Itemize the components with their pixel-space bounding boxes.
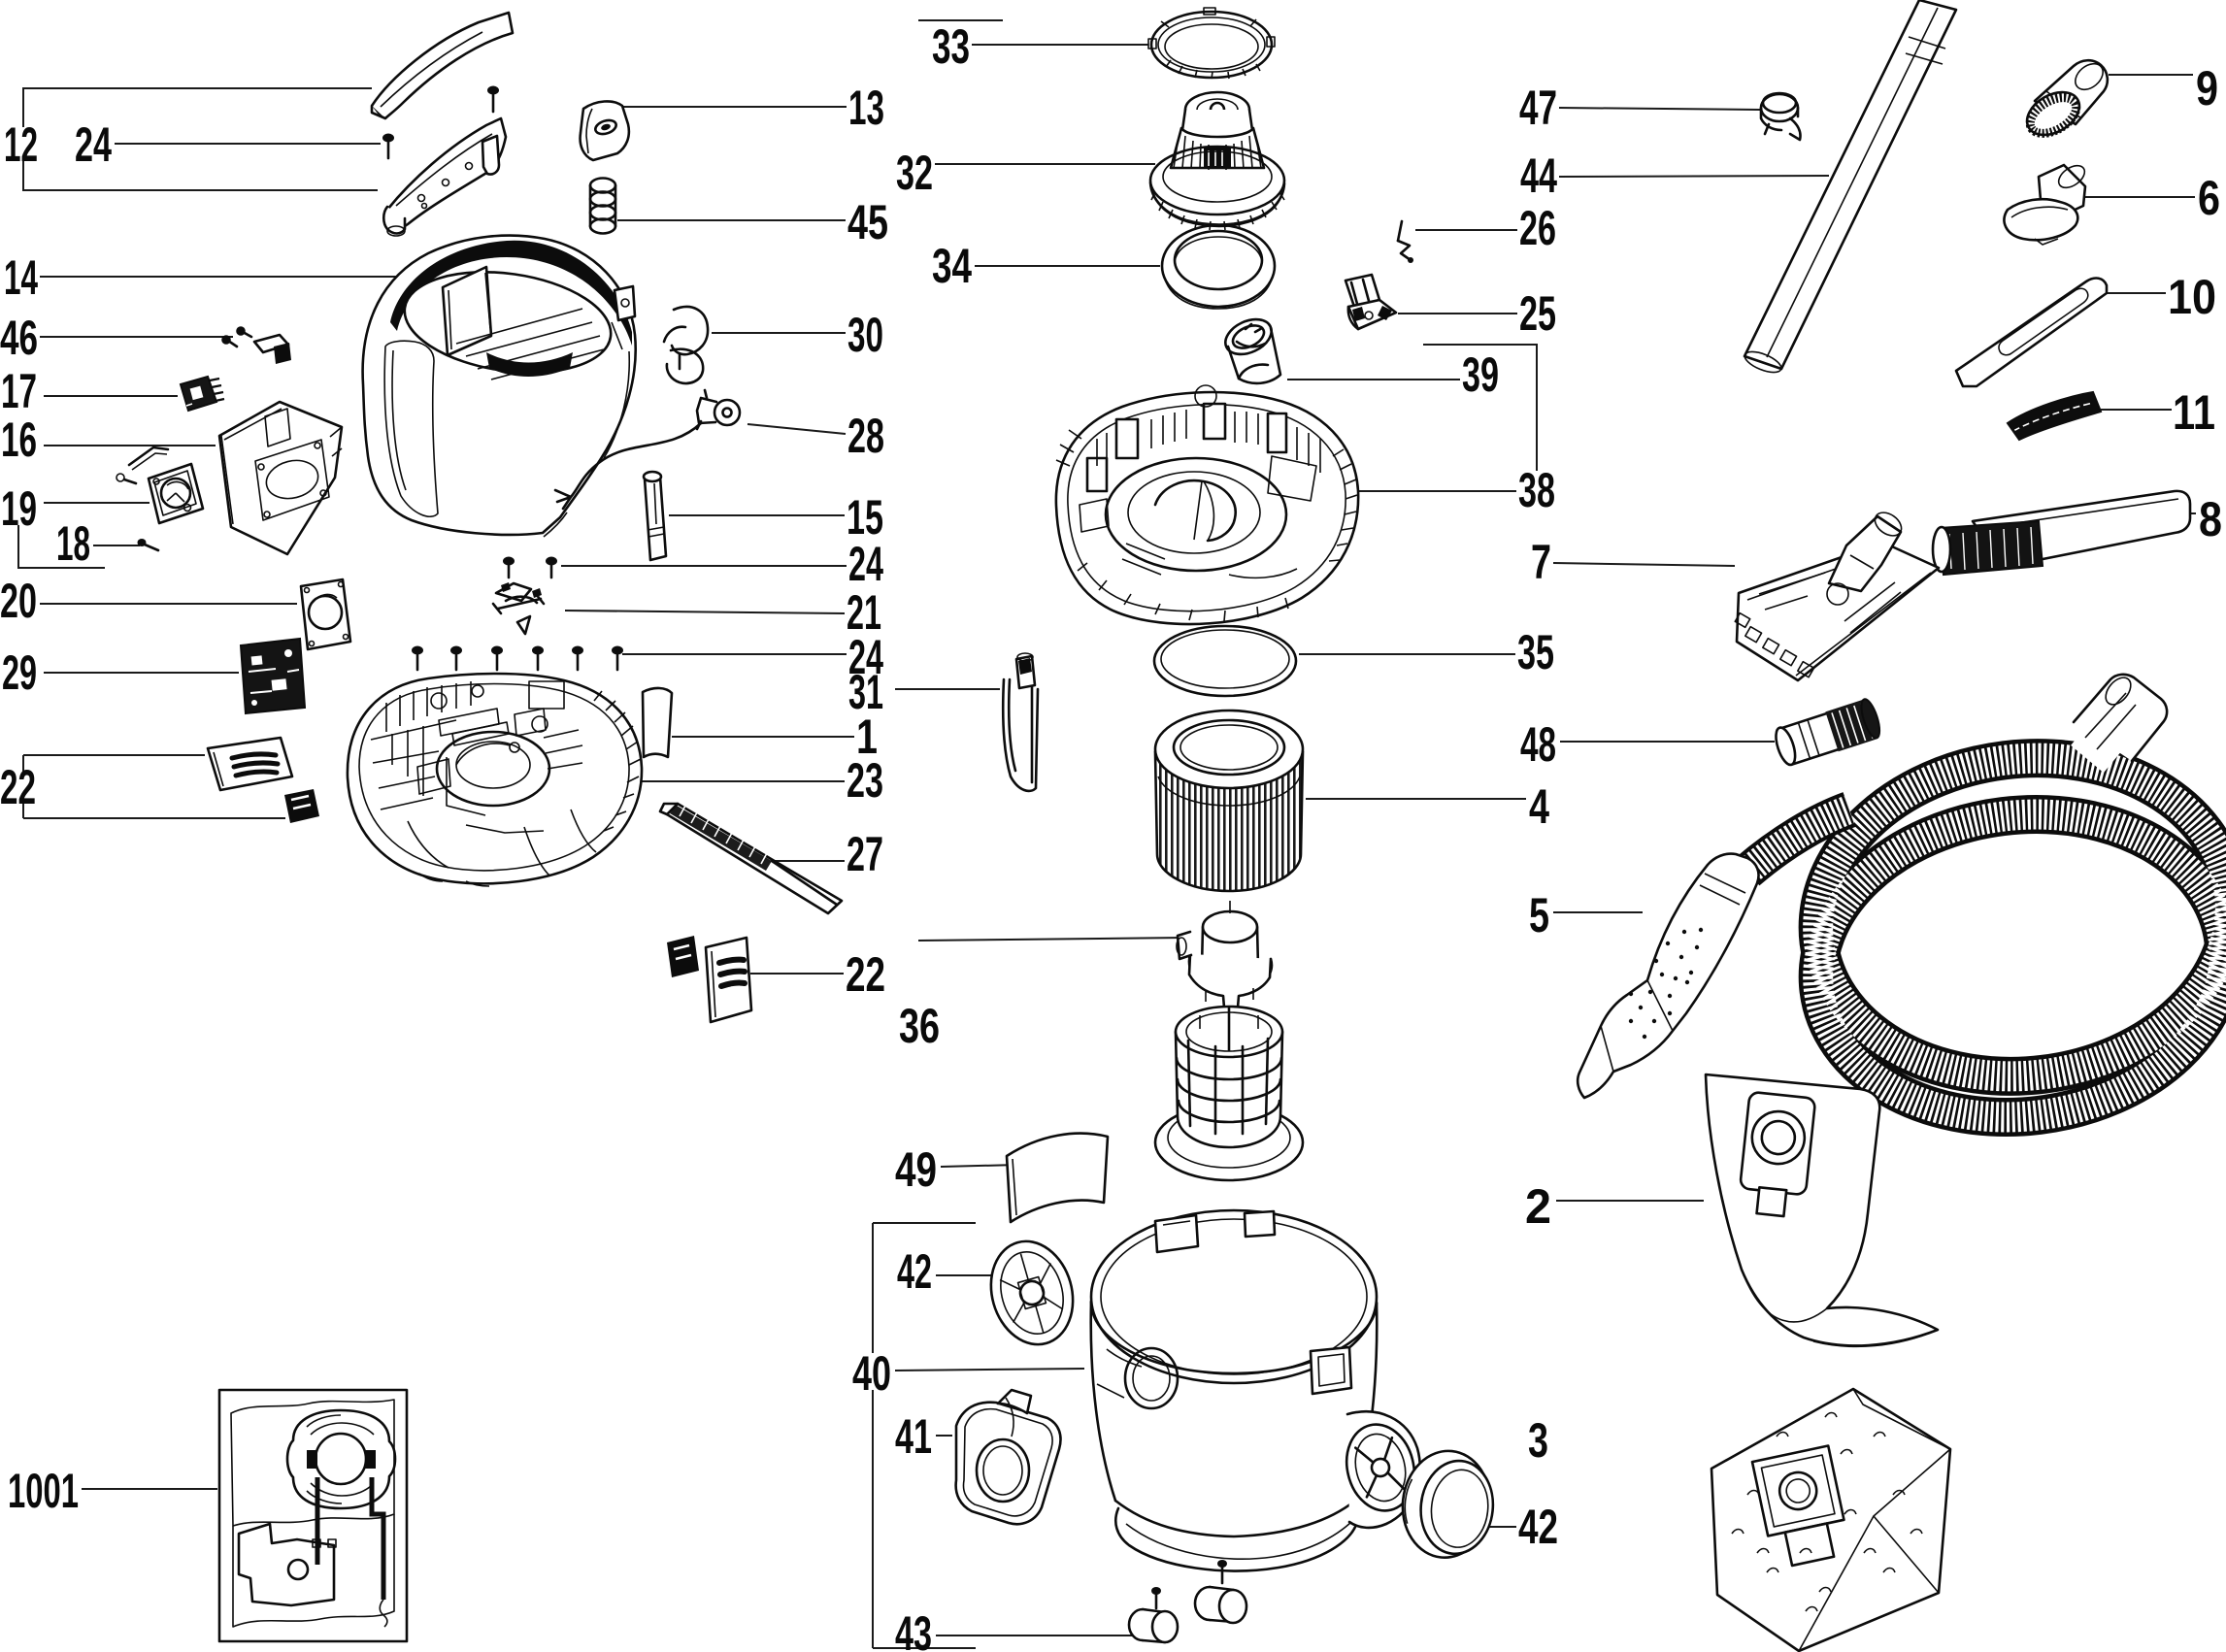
svg-text:15: 15 xyxy=(847,490,883,545)
svg-text:48: 48 xyxy=(1520,717,1556,772)
svg-text:10: 10 xyxy=(2168,270,2216,324)
svg-text:8: 8 xyxy=(2199,492,2222,546)
svg-text:22: 22 xyxy=(0,760,36,814)
svg-text:25: 25 xyxy=(1519,286,1556,341)
svg-text:7: 7 xyxy=(1531,535,1551,589)
svg-text:6: 6 xyxy=(2198,171,2220,225)
svg-text:30: 30 xyxy=(847,308,883,362)
svg-text:31: 31 xyxy=(848,665,883,719)
svg-text:20: 20 xyxy=(0,574,37,628)
svg-text:44: 44 xyxy=(1520,149,1557,203)
svg-text:1: 1 xyxy=(856,710,878,764)
svg-text:36: 36 xyxy=(899,999,940,1053)
svg-text:17: 17 xyxy=(1,364,37,418)
svg-text:19: 19 xyxy=(1,481,37,536)
svg-text:42: 42 xyxy=(1518,1500,1558,1554)
svg-text:22: 22 xyxy=(846,947,885,1002)
svg-text:3: 3 xyxy=(1528,1413,1548,1468)
svg-text:42: 42 xyxy=(897,1244,932,1299)
svg-text:9: 9 xyxy=(2196,61,2218,116)
svg-text:4: 4 xyxy=(1529,779,1549,834)
svg-text:49: 49 xyxy=(895,1142,937,1197)
svg-text:39: 39 xyxy=(1462,347,1499,402)
svg-text:24: 24 xyxy=(848,630,883,684)
svg-text:35: 35 xyxy=(1517,625,1554,679)
svg-text:29: 29 xyxy=(2,645,37,700)
svg-text:32: 32 xyxy=(896,146,933,200)
svg-text:47: 47 xyxy=(1519,81,1557,135)
svg-text:2: 2 xyxy=(1525,1179,1551,1234)
svg-text:18: 18 xyxy=(56,516,90,571)
svg-text:16: 16 xyxy=(1,413,37,467)
svg-text:40: 40 xyxy=(852,1346,891,1401)
svg-text:5: 5 xyxy=(1529,888,1549,942)
svg-text:41: 41 xyxy=(895,1409,932,1464)
svg-text:28: 28 xyxy=(847,409,884,463)
svg-text:12: 12 xyxy=(4,117,38,172)
svg-text:14: 14 xyxy=(4,250,38,305)
svg-text:24: 24 xyxy=(75,117,112,172)
svg-text:45: 45 xyxy=(847,195,888,249)
svg-text:43: 43 xyxy=(895,1606,932,1652)
svg-text:24: 24 xyxy=(848,537,883,591)
svg-text:34: 34 xyxy=(932,239,972,293)
svg-text:23: 23 xyxy=(847,753,883,808)
svg-text:1001: 1001 xyxy=(8,1464,79,1518)
svg-text:38: 38 xyxy=(1518,463,1555,517)
svg-text:21: 21 xyxy=(847,585,881,640)
svg-text:13: 13 xyxy=(848,81,884,135)
svg-text:11: 11 xyxy=(2173,385,2215,440)
svg-text:46: 46 xyxy=(0,311,38,365)
svg-text:33: 33 xyxy=(932,19,970,74)
svg-text:27: 27 xyxy=(847,827,883,881)
svg-text:26: 26 xyxy=(1519,201,1556,255)
